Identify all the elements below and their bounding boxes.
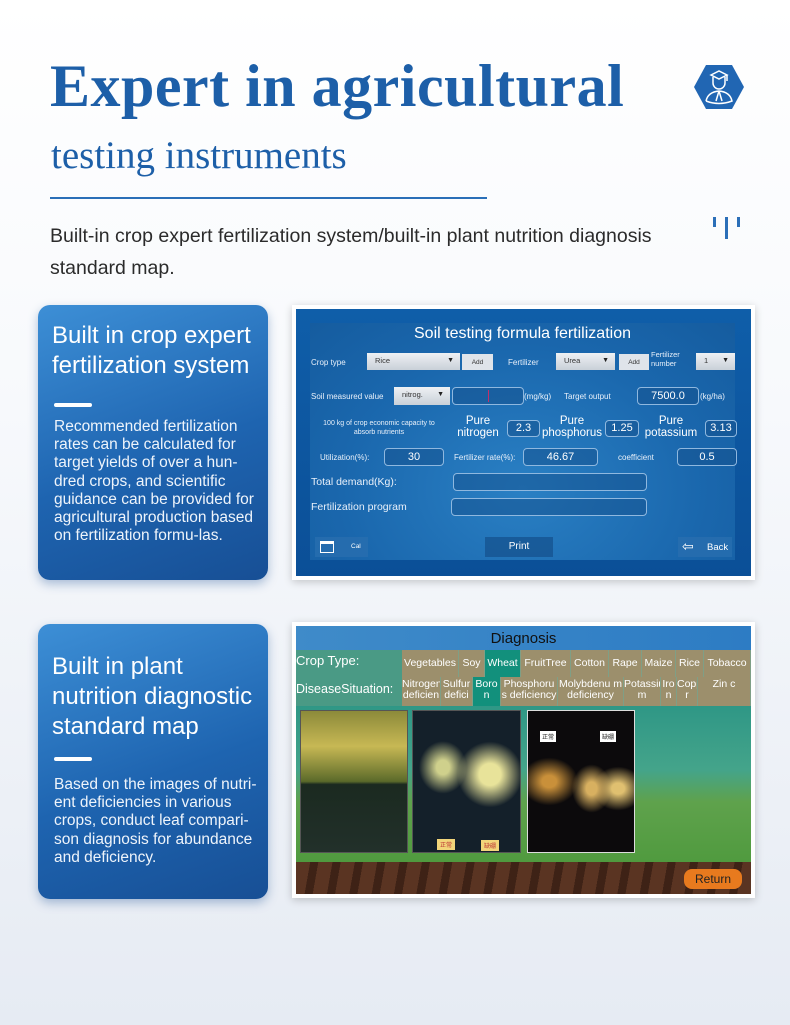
nutrient-value: nitrog. (402, 390, 423, 399)
feature-card-diagnosis: Built in plant nutrition diagnostic stan… (38, 624, 268, 899)
program-output (451, 498, 647, 516)
wheat-ear-comparison-photo[interactable]: 正常 缺硼 (412, 710, 521, 853)
expert-graduate-icon (694, 65, 744, 109)
disease-tab[interactable]: Coppe r (677, 677, 698, 706)
chevron-down-icon: ▼ (722, 357, 729, 364)
card-divider (54, 757, 92, 761)
utilization-input[interactable]: 30 (384, 448, 444, 466)
utilization-label: Utilization(%): (320, 453, 370, 462)
cal-button[interactable]: Cal (315, 537, 368, 557)
soil-measured-label: Soil measured value (311, 392, 384, 401)
disease-tab[interactable]: Nitrogen deficien (402, 677, 441, 706)
program-label: Fertilization program (311, 501, 407, 513)
crop-tab[interactable]: Vegetables (402, 650, 459, 677)
photo-label: 缺硼 (481, 840, 500, 851)
nitrogen-label: Pure nitrogen (457, 415, 499, 439)
crop-tab[interactable]: Cotton (571, 650, 609, 677)
wheat-field-photo[interactable] (300, 710, 408, 853)
disease-tab[interactable]: Potassiu m (624, 677, 661, 706)
chevron-down-icon: ▼ (602, 357, 609, 364)
back-button[interactable]: ⇦ Back (678, 537, 732, 557)
fertilizer-dropdown[interactable]: Urea ▼ (556, 353, 615, 370)
cal-label: Cal (351, 543, 361, 550)
total-demand-output (453, 473, 647, 491)
card-title: Built in plant nutrition diagnostic stan… (52, 653, 253, 740)
back-arrow-icon: ⇦ (682, 538, 694, 554)
coefficient-label: coefficient (618, 453, 654, 462)
disease-tab[interactable]: Iro n (661, 677, 677, 706)
disease-situation-label: DiseaseSituation: (296, 682, 394, 696)
card-body: Recommended fertilization rates can be c… (54, 418, 254, 545)
photo-label: 正常 (540, 731, 557, 742)
disease-tab[interactable]: Molybdenu m deficiency (558, 677, 624, 706)
crop-type-dropdown[interactable]: Rice ▼ (367, 353, 460, 370)
fertilizer-label: Fertilizer (508, 358, 539, 367)
text-cursor (488, 390, 489, 402)
add-crop-button[interactable]: Add (462, 354, 493, 370)
calculator-icon (320, 541, 334, 553)
target-output-label: Target output (564, 392, 611, 401)
crop-tab[interactable]: Wheat (485, 650, 521, 677)
screen-title: Diagnosis (296, 626, 751, 650)
page-title: Expert in agricultural (50, 53, 625, 119)
soil-testing-panel: Soil testing formula fertilization Crop … (310, 323, 737, 560)
feature-card-fertilization: Built in crop expert fertilization syste… (38, 305, 268, 580)
disease-tab[interactable]: Sulfur defici (441, 677, 473, 706)
crop-type-value: Rice (375, 356, 391, 365)
photo-label: 缺硼 (600, 731, 617, 742)
card-title: Built in crop expert fertilization syste… (52, 322, 251, 379)
chevron-down-icon: ▼ (437, 391, 444, 398)
phosphorus-input[interactable]: 1.25 (605, 420, 639, 437)
potassium-input[interactable]: 3.13 (705, 420, 737, 437)
disease-tab[interactable]: Zin c (698, 677, 751, 706)
soil-strip (296, 862, 751, 894)
fertilizer-rate-label: Fertilizer rate(%): (454, 453, 516, 462)
decorative-bars-icon (713, 217, 740, 239)
absorb-nutrients-label: 100 kg of crop economic capacity to abso… (323, 420, 435, 436)
crop-tab[interactable]: FruitTree (521, 650, 571, 677)
crop-type-label: Crop type (311, 358, 346, 367)
mgkg-unit: (mg/kg) (524, 392, 552, 401)
card-body: Based on the images of nutri-ent deficie… (54, 776, 257, 866)
phosphorus-label: Pure phosphorus (541, 415, 603, 439)
total-demand-label: Total demand(Kg): (311, 476, 397, 488)
photo-label: 正常 (437, 839, 456, 850)
nitrogen-input[interactable]: 2.3 (507, 420, 540, 437)
return-button[interactable]: Return (684, 869, 742, 889)
potassium-label: Pure potassium (644, 415, 698, 439)
kgha-unit: (kg/ha) (700, 392, 725, 401)
back-label: Back (707, 542, 729, 553)
fertilizer-number-value: 1 (704, 356, 709, 365)
print-button[interactable]: Print (485, 537, 553, 557)
intro-text: Built-in crop expert fertilization syste… (50, 225, 652, 279)
fertilizer-number-label: Fertilizer number (651, 350, 680, 368)
crop-type-label: Crop Type: (296, 653, 360, 668)
soil-measured-input[interactable] (452, 387, 524, 405)
title-divider (50, 197, 487, 199)
crop-tab[interactable]: Rice (676, 650, 704, 677)
chevron-down-icon: ▼ (447, 357, 454, 364)
fertilizer-number-dropdown[interactable]: 1▼ (696, 353, 735, 370)
disease-tab[interactable]: Phosphoru s deficiency (501, 677, 558, 706)
card-divider (54, 403, 92, 407)
disease-tab[interactable]: Boro n (473, 677, 501, 706)
coefficient-input[interactable]: 0.5 (677, 448, 737, 466)
crop-tab[interactable]: Rape (609, 650, 642, 677)
wheat-spike-comparison-photo[interactable]: 正常 缺硼 (527, 710, 635, 853)
target-output-input[interactable]: 7500.0 (637, 387, 699, 405)
screen-title: Soil testing formula fertilization (414, 325, 631, 342)
diagnosis-screenshot: Diagnosis Crop Type: DiseaseSituation: 正… (292, 622, 755, 898)
crop-tab[interactable]: Tobacco (704, 650, 751, 677)
crop-tab[interactable]: Soy (459, 650, 485, 677)
add-fertilizer-button[interactable]: Add (619, 354, 649, 370)
nutrient-dropdown[interactable]: nitrog. ▼ (394, 387, 450, 405)
fertilizer-rate-input[interactable]: 46.67 (523, 448, 598, 466)
fertilizer-value: Urea (564, 356, 581, 365)
crop-tab[interactable]: Maize (642, 650, 676, 677)
page-subtitle: testing instruments (51, 134, 347, 177)
soil-testing-screenshot: Soil testing formula fertilization Crop … (292, 305, 755, 580)
